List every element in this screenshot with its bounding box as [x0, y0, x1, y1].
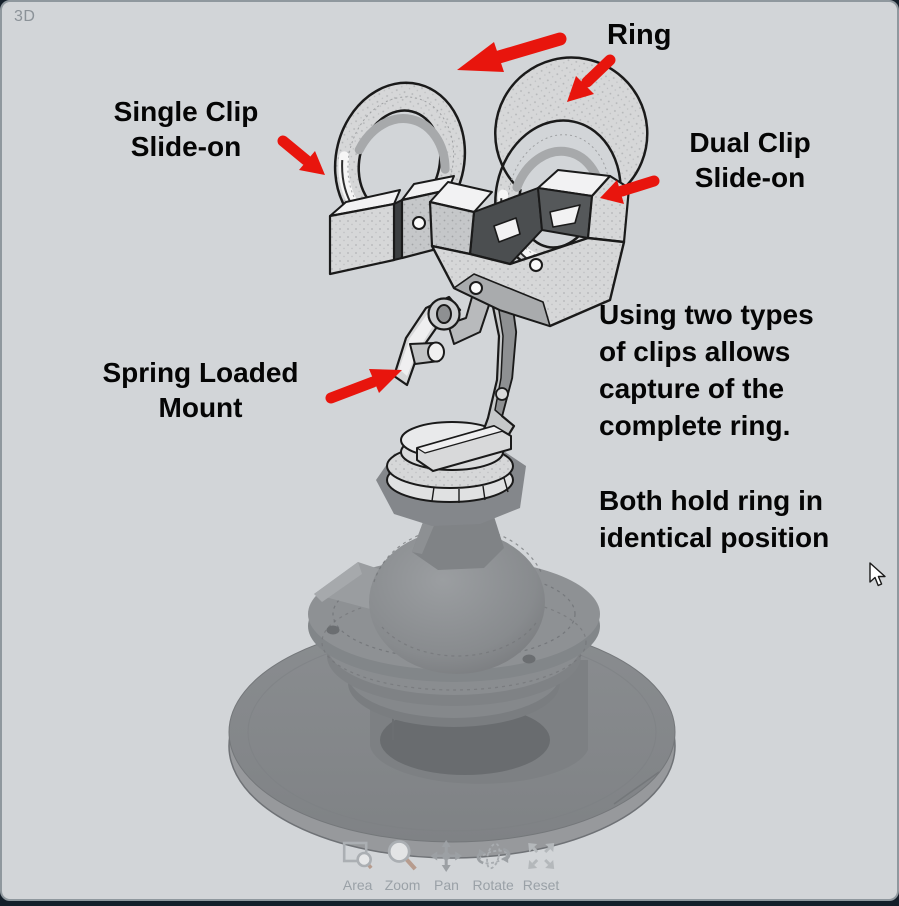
arrow-to-dual-clip [600, 175, 660, 204]
mouse-cursor [869, 562, 886, 587]
zoom-button[interactable]: Zoom [384, 839, 421, 893]
area-select-icon [340, 839, 376, 876]
area-button-label: Area [342, 877, 373, 893]
callout-arrows [277, 32, 660, 404]
dual-clip [428, 169, 631, 328]
label-dual-clip: Dual Clip Slide-on [689, 127, 811, 193]
view-toolbar: Area Zoom [340, 839, 560, 893]
arrow-to-right-ring [567, 54, 616, 102]
arrow-to-left-ring [457, 32, 567, 72]
arrow-to-spring-mount [325, 369, 402, 404]
label-single-clip: Single Clip Slide-on [113, 96, 259, 162]
reset-button[interactable]: Reset [522, 839, 560, 893]
note-identical-position: Both hold ring in identical position [599, 485, 830, 553]
reset-button-label: Reset [522, 877, 560, 893]
note-two-clip-types: Using two types of clips allows capture … [599, 299, 814, 441]
view-tab-label: 3D [14, 8, 36, 25]
zoom-button-label: Zoom [384, 877, 421, 893]
label-ring: Ring [607, 19, 672, 51]
rotate-button[interactable]: Rotate [472, 839, 514, 893]
pan-icon [429, 839, 463, 876]
pan-button[interactable]: Pan [429, 839, 463, 893]
area-zoom-button[interactable]: Area [340, 839, 376, 893]
zoom-icon [386, 839, 420, 876]
window-bottom-edge [0, 901, 899, 906]
turntable-base [228, 444, 676, 859]
label-spring-mount: Spring Loaded Mount [102, 357, 299, 423]
arrow-to-single-clip [277, 135, 325, 175]
rotate-button-label: Rotate [472, 877, 514, 893]
rotate-icon [475, 839, 511, 876]
pan-button-label: Pan [434, 877, 459, 893]
reset-icon [524, 839, 558, 876]
